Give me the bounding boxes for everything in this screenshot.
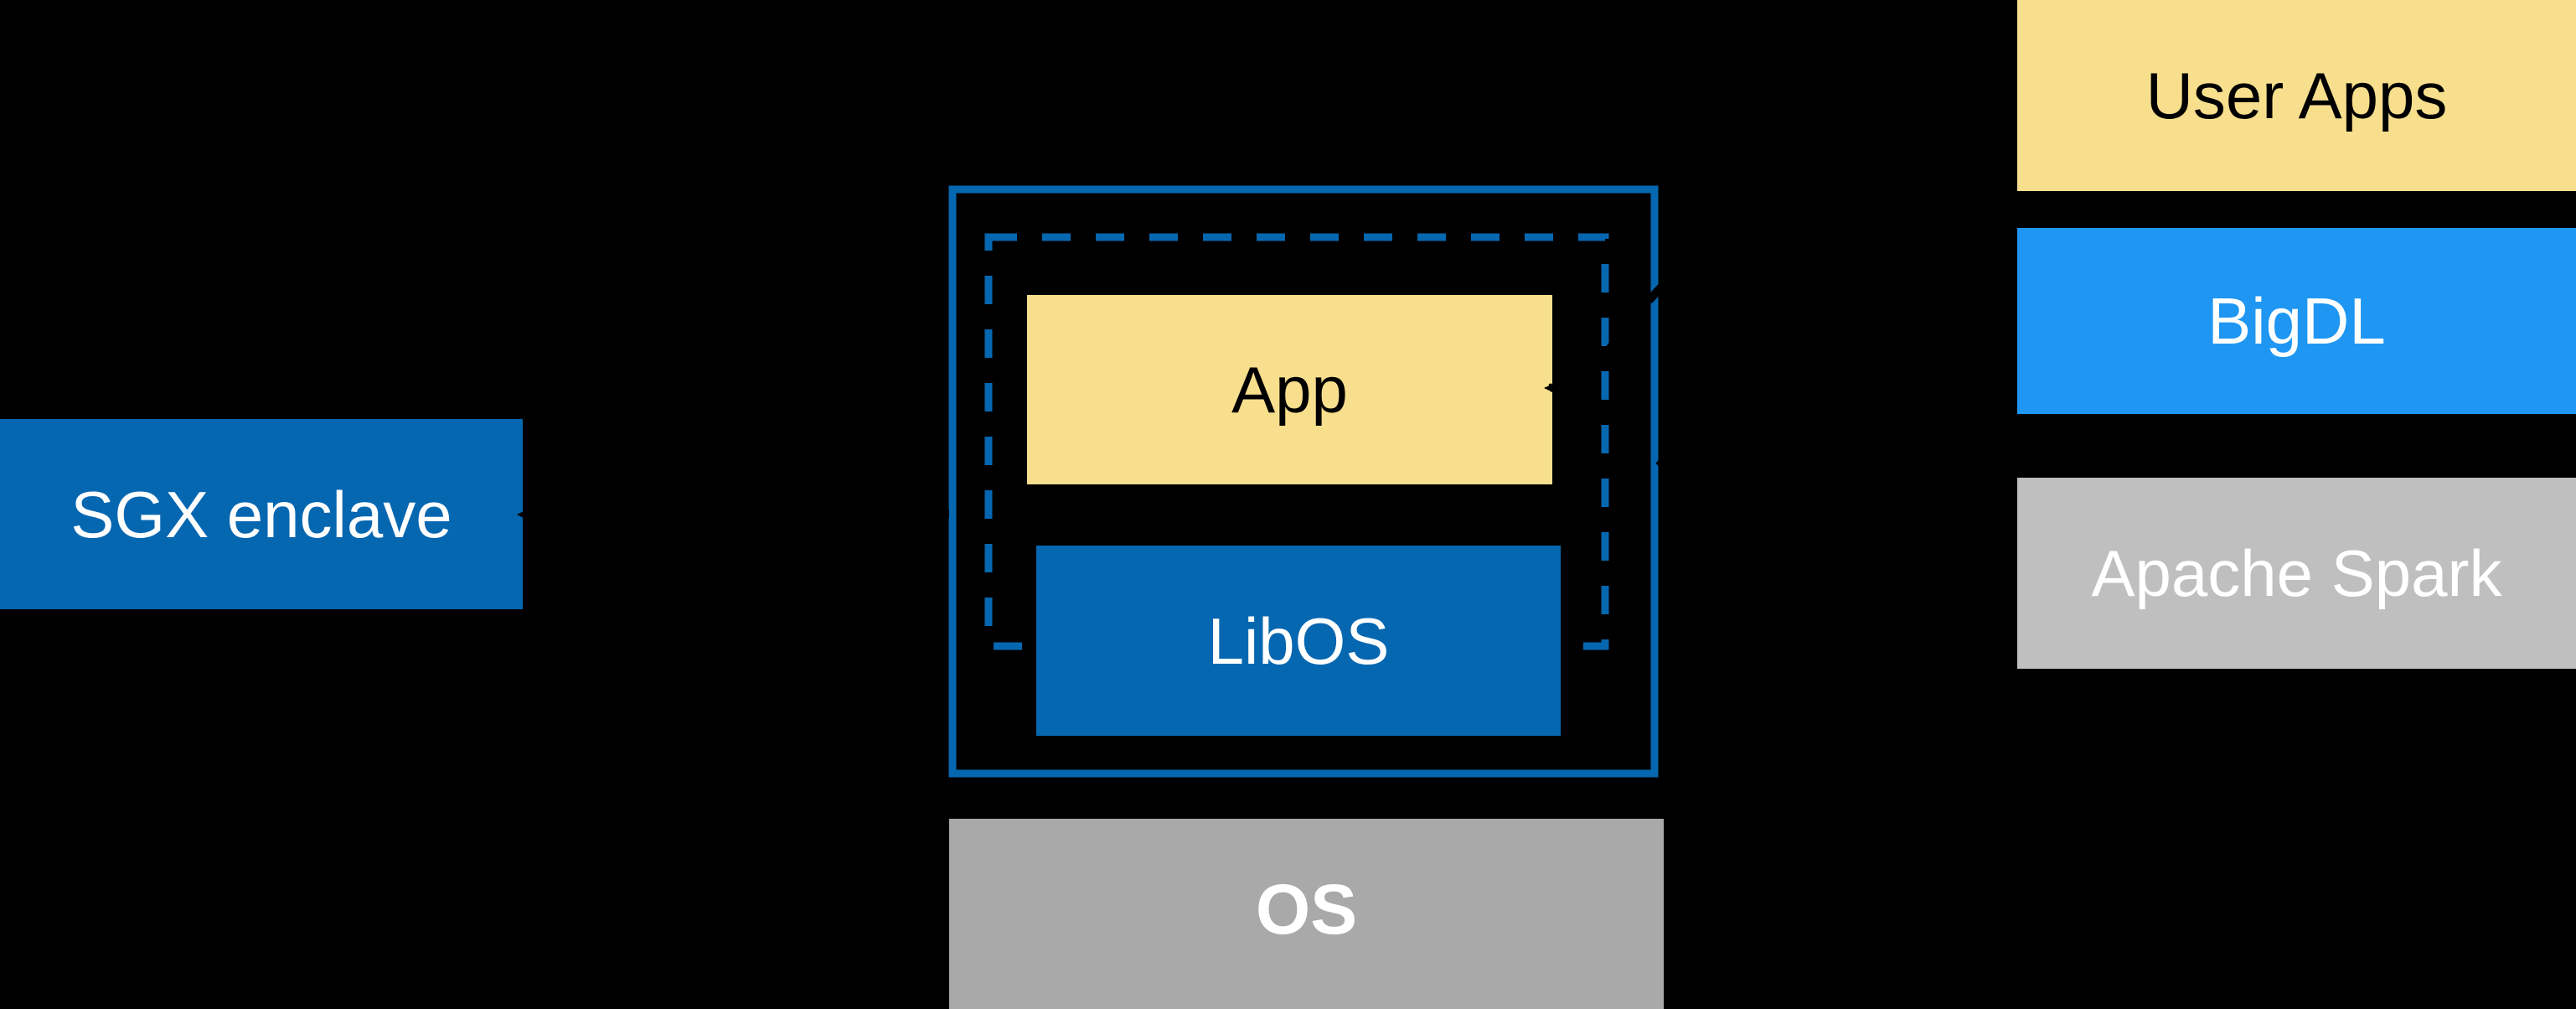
sgx-enclave-label: SGX enclave (70, 477, 452, 551)
app-label: App (1231, 353, 1348, 427)
user-apps-label: User Apps (2145, 59, 2448, 132)
box-os: OS (949, 819, 1664, 1009)
dashed-arrow-to-app-upper (1548, 155, 1812, 392)
box-sgx-enclave: SGX enclave (0, 419, 523, 609)
box-app: App (1027, 295, 1552, 484)
box-libos: LibOS (1036, 546, 1561, 736)
box-apache-spark: Apache Spark (2017, 478, 2576, 669)
os-label: OS (1255, 869, 1358, 949)
apache-spark-label: Apache Spark (2091, 536, 2502, 610)
box-bigdl: BigDL (2017, 228, 2576, 414)
libos-label: LibOS (1207, 603, 1390, 678)
box-user-apps: User Apps (2017, 0, 2576, 191)
dashed-arrow-to-app-lower (1558, 385, 1811, 553)
bigdl-label: BigDL (2207, 284, 2386, 358)
